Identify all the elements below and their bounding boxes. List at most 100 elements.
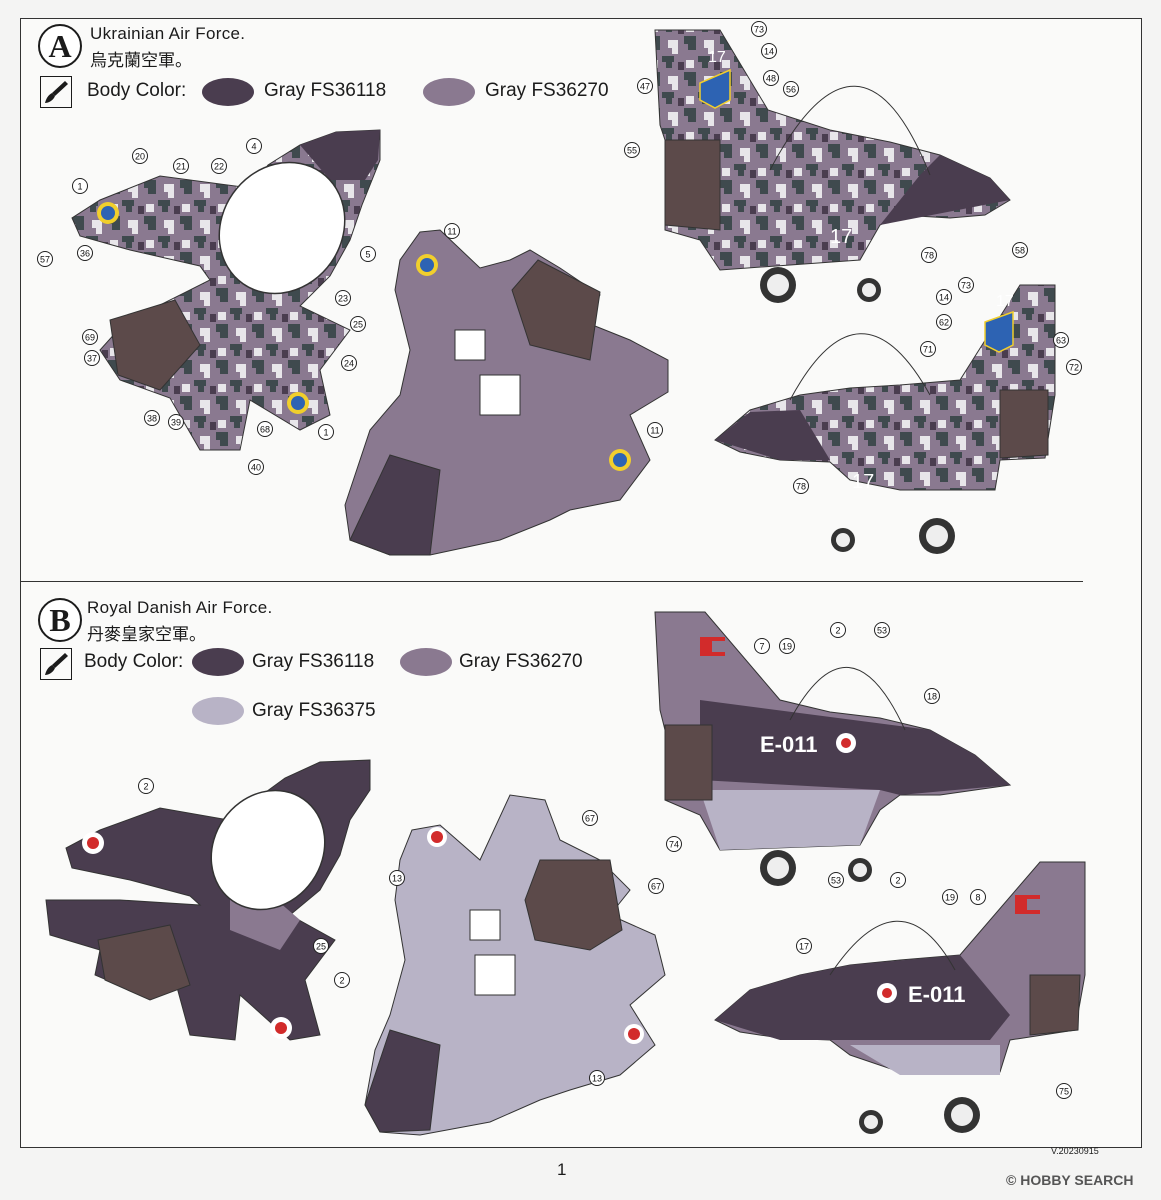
section-a-color-1: Gray FS36118 xyxy=(264,80,387,101)
paint-brush-icon xyxy=(40,76,72,108)
b-bottom-view xyxy=(364,794,666,1136)
svg-text:11: 11 xyxy=(650,426,659,436)
section-a-callout: 11 xyxy=(647,422,663,438)
section-b-callout: 13 xyxy=(389,870,405,886)
svg-text:36: 36 xyxy=(80,249,90,259)
svg-text:19: 19 xyxy=(945,893,955,903)
svg-text:40: 40 xyxy=(251,463,261,473)
svg-text:19: 19 xyxy=(782,642,792,652)
section-a-callout: 63 xyxy=(1053,332,1069,348)
section-a-callout: 55 xyxy=(624,142,640,158)
svg-text:75: 75 xyxy=(1059,1087,1069,1097)
section-a-callout: 4 xyxy=(246,138,262,154)
svg-text:22: 22 xyxy=(214,162,224,172)
section-a-callout: 11 xyxy=(444,223,460,239)
section-b-swatch-1 xyxy=(192,648,244,676)
section-b-body-color-label: Body Color: xyxy=(84,651,184,672)
svg-text:14: 14 xyxy=(939,293,949,303)
section-a-callout: 78 xyxy=(793,478,809,494)
section-a-callout: 57 xyxy=(37,251,53,267)
svg-text:73: 73 xyxy=(961,281,971,291)
svg-text:62: 62 xyxy=(939,318,949,328)
section-a-callout: 40 xyxy=(248,459,264,475)
section-b-swatch-2 xyxy=(400,648,452,676)
a-nose-number-1: 17 xyxy=(830,226,852,248)
section-a-callout: 48 xyxy=(763,70,779,86)
a-side-view-2: 17 17 xyxy=(714,284,1056,554)
svg-text:20: 20 xyxy=(135,152,145,162)
section-a-callout: 38 xyxy=(144,410,160,426)
a-top-view xyxy=(71,129,381,451)
svg-text:23: 23 xyxy=(338,294,348,304)
section-b-callout: 19 xyxy=(779,638,795,654)
section-b-callout: 19 xyxy=(942,889,958,905)
svg-text:2: 2 xyxy=(895,876,900,886)
b-top-view xyxy=(45,759,371,1041)
section-b-letter: B xyxy=(38,598,82,642)
svg-text:17: 17 xyxy=(799,942,809,952)
svg-text:14: 14 xyxy=(764,47,774,57)
svg-text:72: 72 xyxy=(1069,363,1079,373)
section-a-callout: 21 xyxy=(173,158,189,174)
svg-text:53: 53 xyxy=(831,876,841,886)
section-a-callout: 39 xyxy=(168,414,184,430)
svg-text:56: 56 xyxy=(786,85,796,95)
section-a-callout: 73 xyxy=(751,21,767,37)
a-tail-number-2: 17 xyxy=(996,293,1014,310)
section-b-callout: 8 xyxy=(970,889,986,905)
svg-text:57: 57 xyxy=(40,255,50,265)
svg-text:7: 7 xyxy=(759,642,764,652)
svg-text:67: 67 xyxy=(585,814,595,824)
section-b-title-en: Royal Danish Air Force. xyxy=(87,598,273,617)
section-a-callout: 37 xyxy=(84,350,100,366)
section-a-callout: 24 xyxy=(341,355,357,371)
section-a-callout: 56 xyxy=(783,81,799,97)
section-a-callout: 23 xyxy=(335,290,351,306)
svg-text:48: 48 xyxy=(766,74,776,84)
svg-text:63: 63 xyxy=(1056,336,1066,346)
section-a-callout: 14 xyxy=(761,43,777,59)
section-b-callout: 25 xyxy=(313,938,329,954)
section-a-callout: 14 xyxy=(936,289,952,305)
svg-text:2: 2 xyxy=(835,626,840,636)
svg-text:2: 2 xyxy=(143,782,148,792)
section-b-color-3: Gray FS36375 xyxy=(252,700,376,721)
section-a-callout: 71 xyxy=(920,341,936,357)
version-label: V.20230915 xyxy=(1051,1146,1099,1156)
svg-text:11: 11 xyxy=(447,227,456,237)
svg-text:2: 2 xyxy=(339,976,344,986)
section-a-title-zh: 烏克蘭空軍。 xyxy=(90,51,192,70)
svg-text:55: 55 xyxy=(627,146,637,156)
svg-text:5: 5 xyxy=(365,250,370,260)
svg-text:39: 39 xyxy=(171,418,181,428)
b-serial-1: E-011 xyxy=(760,732,818,757)
paint-brush-icon xyxy=(40,648,72,680)
section-a-callout: 5 xyxy=(360,246,376,262)
svg-text:24: 24 xyxy=(344,359,354,369)
svg-text:71: 71 xyxy=(923,345,933,355)
svg-text:78: 78 xyxy=(924,251,934,261)
section-b-callout: 2 xyxy=(334,972,350,988)
section-b-callout: 17 xyxy=(796,938,812,954)
svg-text:37: 37 xyxy=(87,354,97,364)
section-b-title-zh: 丹麥皇家空軍。 xyxy=(87,625,206,644)
section-b-callout: 18 xyxy=(924,688,940,704)
section-b-callout: 67 xyxy=(582,810,598,826)
section-a-callout: 68 xyxy=(257,421,273,437)
section-a-callout: 22 xyxy=(211,158,227,174)
section-a-callout: 47 xyxy=(637,78,653,94)
section-a-color-2: Gray FS36270 xyxy=(485,80,609,101)
section-b-callout: 7 xyxy=(754,638,770,654)
section-a-swatch-2 xyxy=(423,78,475,106)
section-a-callout: 25 xyxy=(350,316,366,332)
section-b-callout: 75 xyxy=(1056,1083,1072,1099)
section-a-callout: 78 xyxy=(921,247,937,263)
svg-text:69: 69 xyxy=(85,333,95,343)
section-a-swatch-1 xyxy=(202,78,254,106)
svg-text:68: 68 xyxy=(260,425,270,435)
a-nose-number-2: 17 xyxy=(852,471,874,493)
a-tail-number-1: 17 xyxy=(708,49,726,66)
section-b-callout: 13 xyxy=(589,1070,605,1086)
a-bottom-view xyxy=(344,229,669,556)
section-b-color-1: Gray FS36118 xyxy=(252,651,375,672)
